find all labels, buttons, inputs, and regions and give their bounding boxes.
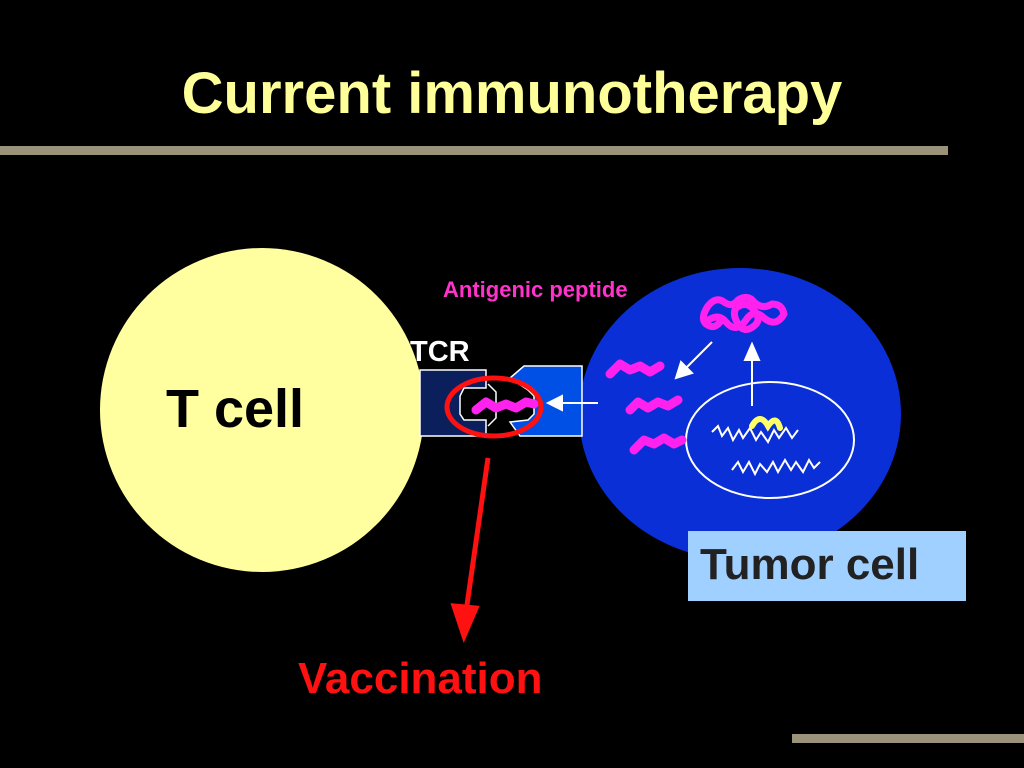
antigen-label: Antigenic peptide	[443, 277, 628, 302]
presented-peptide	[471, 397, 539, 415]
title-divider	[0, 146, 948, 155]
folded-protein-loop	[730, 301, 762, 333]
t-cell-receptor	[419, 369, 487, 437]
nucleus-export-arrow	[743, 341, 761, 406]
highlight-ring	[444, 375, 544, 439]
t-cell-label: T cell	[166, 379, 305, 439]
tumor-cell	[579, 268, 901, 560]
peptide-fragments	[605, 359, 687, 455]
t-cell	[100, 248, 424, 572]
folded-protein	[699, 293, 788, 331]
vaccination-arrow	[450, 457, 491, 644]
mhc-molecule	[508, 365, 583, 437]
tumor-label-box	[688, 531, 966, 601]
degradation-arrow	[674, 341, 713, 380]
gene-marker	[749, 416, 783, 432]
slide-title: Current immunotherapy	[181, 61, 843, 126]
footer-divider	[792, 734, 1024, 743]
tcr-label: TCR	[410, 336, 470, 368]
nucleus-dna	[711, 424, 821, 477]
tumor-cell-label: Tumor cell	[700, 540, 920, 589]
vaccination-label: Vaccination	[298, 654, 543, 703]
presentation-arrow	[545, 394, 598, 412]
